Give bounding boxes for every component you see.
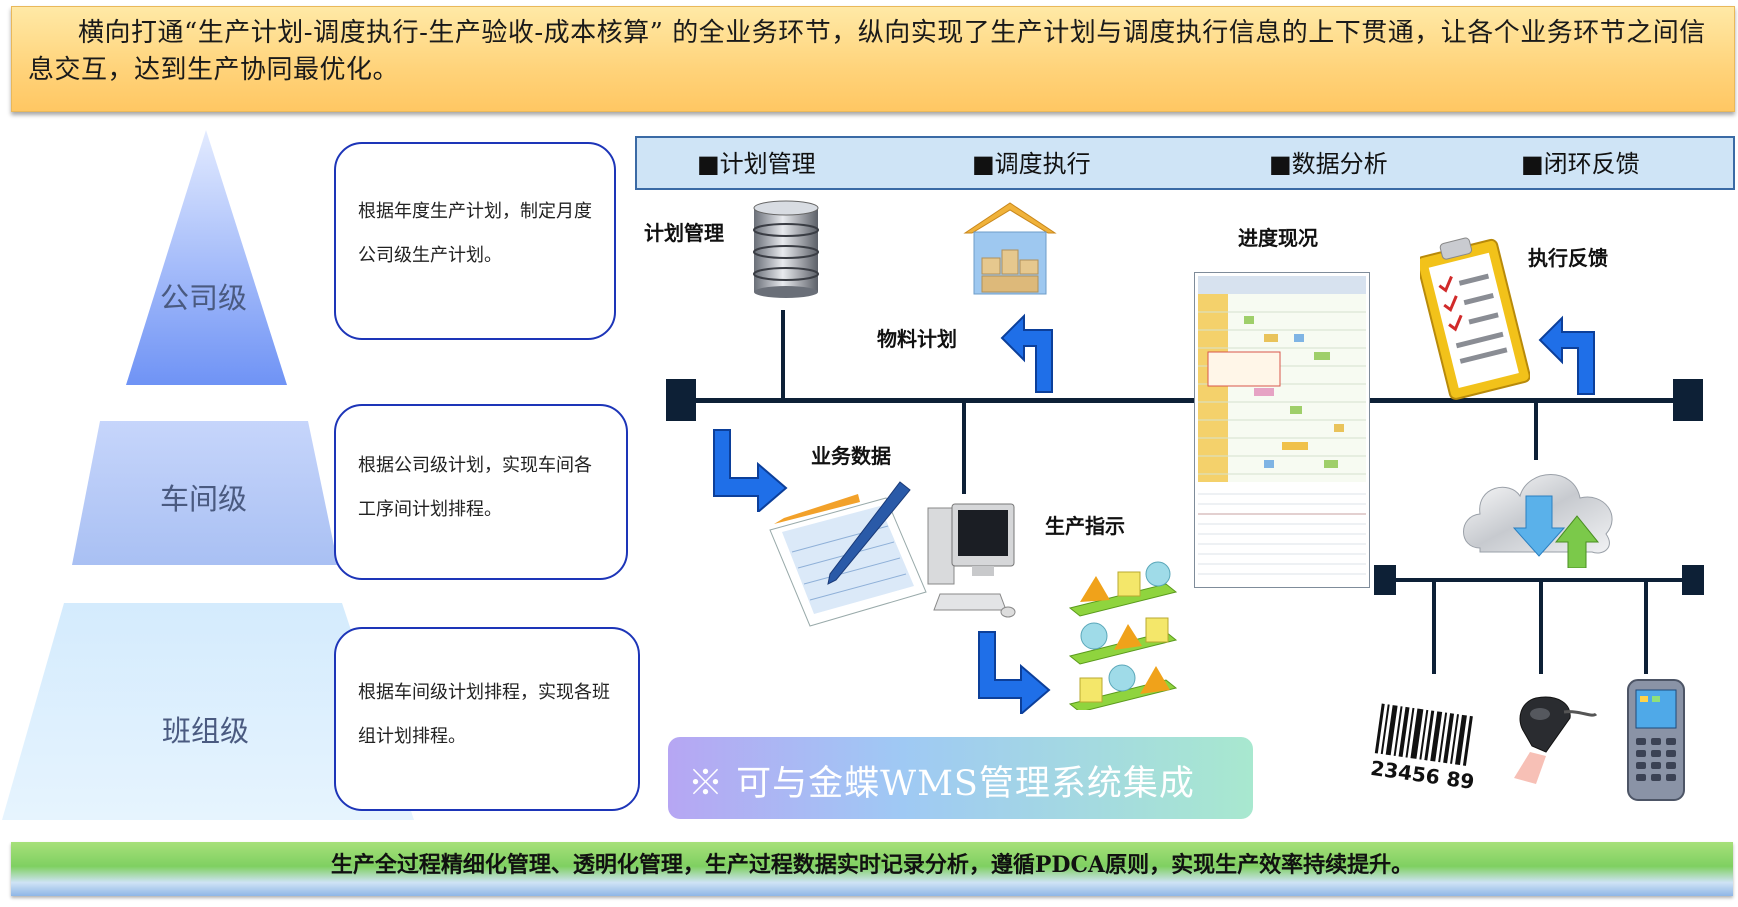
handheld-pda-icon [1627,679,1685,801]
clipboard-icon [1420,237,1530,400]
warehouse-icon [963,202,1057,295]
cloud-sync-icon [1463,474,1613,568]
label-business-data: 业务数据 [811,444,891,468]
pyramid-label-team: 班组级 [162,714,250,748]
label-exec-feedback: 执行反馈 [1528,246,1608,270]
main-bus-line [667,398,1699,403]
wms-integration-text: ※ 可与金蝶WMS管理系统集成 [688,764,1195,804]
desc-text-company: 根据年度生产计划，制定月度公司级生产计划。 [358,201,592,266]
computer-icon [927,503,1016,618]
arrow-material-plan-icon [1000,313,1053,393]
top-banner: 横向打通“生产计划-调度执行-生产验收-成本核算” 的全业务环节，纵向实现了生产… [11,6,1735,112]
menu-bar: ■计划管理 ■调度执行 ■数据分析 ■闭环反馈 [635,136,1735,190]
connector-barcode [1432,582,1436,674]
top-banner-text: 横向打通“生产计划-调度执行-生产验收-成本核算” 的全业务环节，纵向实现了生产… [28,18,1706,85]
connector-pda [1644,582,1648,674]
label-material-plan: 物料计划 [877,327,957,351]
barcode-scanner-icon [1514,696,1598,784]
connector-cloud [1534,400,1538,460]
pyramid-label-workshop: 车间级 [160,482,248,516]
sub-bus-line [1384,578,1690,582]
connector-plan-mgmt [781,310,785,400]
connector-scanner [1539,582,1543,674]
menu-item-dispatch[interactable]: ■调度执行 [972,150,1091,178]
label-plan-mgmt: 计划管理 [644,221,724,245]
wms-integration-box: ※ 可与金蝶WMS管理系统集成 [668,737,1253,819]
arrow-production-icon [978,631,1051,714]
product-shelves-icon [1068,561,1178,710]
sub-bus-end-right [1682,565,1704,595]
desc-box-company: 根据年度生产计划，制定月度公司级生产计划。 [334,142,616,340]
bus-end-left [666,379,696,421]
label-progress: 进度现况 [1238,226,1318,250]
menu-item-feedback[interactable]: ■闭环反馈 [1521,150,1640,178]
pyramid-tier-company [126,130,287,385]
pyramid-tier-workshop [72,421,338,565]
desc-box-workshop: 根据公司级计划，实现车间各工序间计划排程。 [334,404,628,580]
bottom-banner: 生产全过程精细化管理、透明化管理，生产过程数据实时记录分析，遵循PDCA原则，实… [11,842,1733,896]
menu-item-plan[interactable]: ■计划管理 [697,150,816,178]
barcode-icon: 23456 89 [1370,703,1476,794]
label-production-instruction: 生产指示 [1045,514,1125,538]
notepad-pen-icon [769,481,927,627]
arrow-feedback-icon [1538,315,1595,395]
pyramid-tier-team [2,603,414,820]
progress-gantt-chart-icon [1194,272,1370,588]
sub-bus-end-left [1374,565,1396,595]
bus-end-right [1673,379,1703,421]
desc-text-workshop: 根据公司级计划，实现车间各工序间计划排程。 [358,455,592,520]
bottom-banner-text: 生产全过程精细化管理、透明化管理，生产过程数据实时记录分析，遵循PDCA原则，实… [330,852,1414,878]
desc-text-team: 根据车间级计划排程，实现各班组计划排程。 [358,682,610,747]
pyramid-label-company: 公司级 [160,281,248,315]
pyramid [2,130,414,820]
desc-box-team: 根据车间级计划排程，实现各班组计划排程。 [334,627,640,811]
connector-computer [962,400,966,494]
menu-item-analysis[interactable]: ■数据分析 [1269,150,1388,178]
arrow-business-data-icon [713,429,788,512]
database-icon [753,200,819,298]
